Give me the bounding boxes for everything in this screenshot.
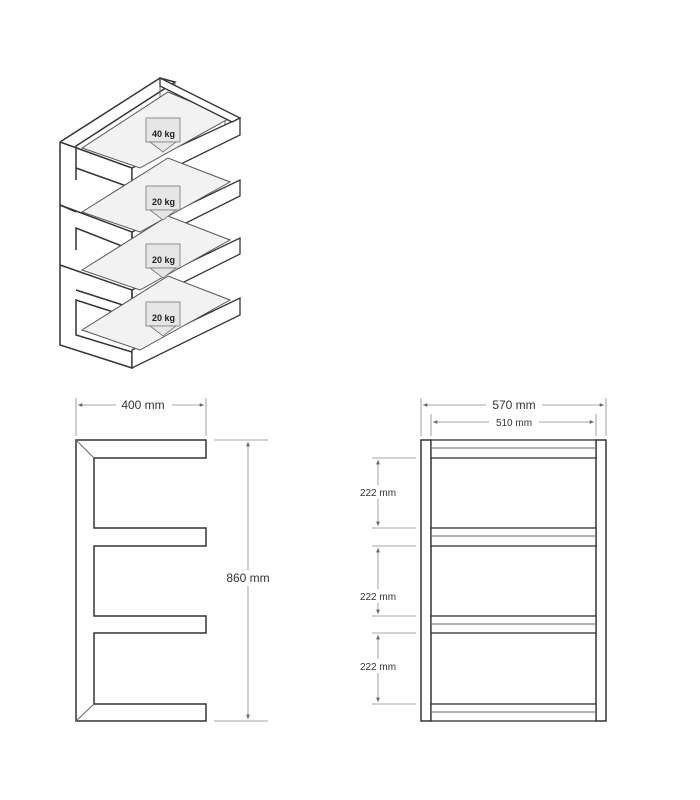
front-shelf-2 [430,527,597,547]
load-label-3: 20 kg [152,255,175,265]
front-outer-width-label: 570 mm [492,398,535,412]
shelf-gap-label-1: 222 mm [360,488,396,499]
load-label-4: 20 kg [152,313,175,323]
shelf-gap-label-3: 222 mm [360,662,396,673]
side-view: 400 mm 860 mm [75,396,274,722]
load-marker-1: 40 kg [145,117,181,153]
front-shelf-1 [430,439,597,459]
shelf-gap-dimension-2: 222 mm [356,545,416,617]
front-view: 570 mm 510 mm 222 mm 222 mm 222 mm [356,396,607,722]
shelf-gap-label-2: 222 mm [360,592,396,603]
shelf-gap-dimension-3: 222 mm [356,632,416,705]
load-marker-2: 20 kg [145,185,181,221]
load-label-1: 40 kg [152,129,175,139]
side-height-label: 860 mm [226,571,269,585]
front-inner-width-label: 510 mm [496,418,532,429]
load-marker-4: 20 kg [145,301,181,337]
shelf-gap-dimension-1: 222 mm [356,457,416,529]
isometric-view: 40 kg 20 kg 20 kg 20 kg [59,76,242,370]
side-width-label: 400 mm [121,398,164,412]
load-label-2: 20 kg [152,197,175,207]
load-marker-3: 20 kg [145,243,181,279]
